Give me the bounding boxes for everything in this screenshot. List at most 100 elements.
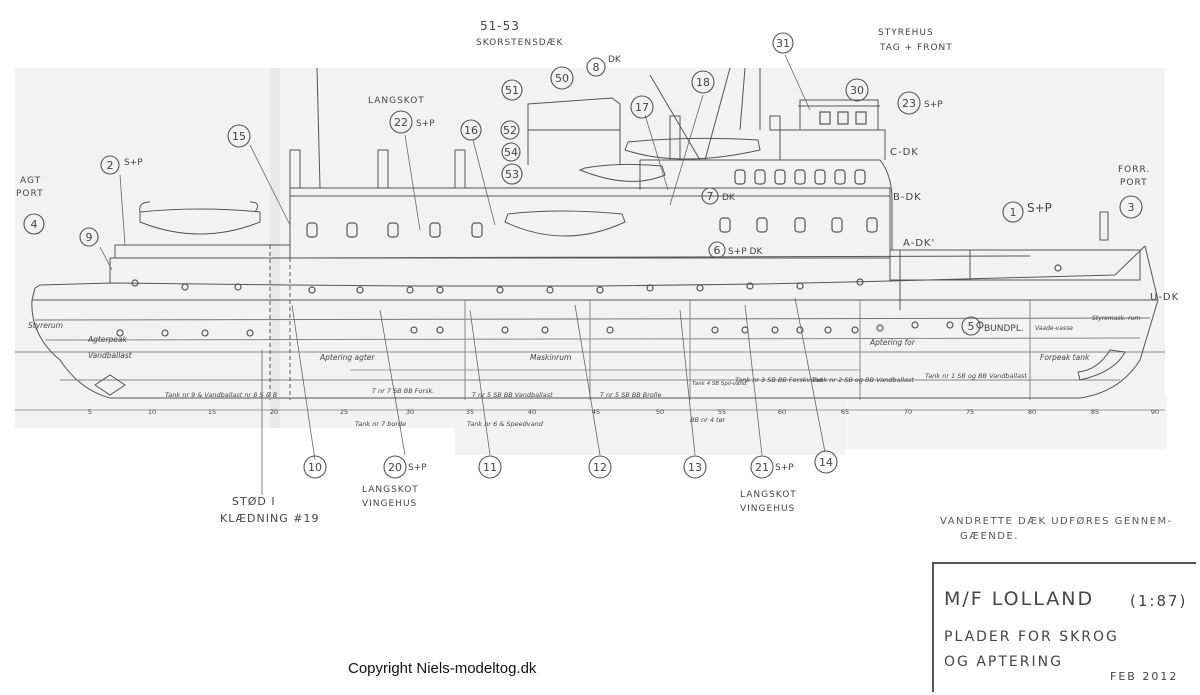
- label-port-agt: PORT: [16, 189, 44, 199]
- title-line-2: OG APTERING: [944, 654, 1063, 670]
- frame-55: 55: [718, 408, 726, 416]
- callout-16: 16: [464, 124, 478, 137]
- comp-vandballast-aft: Vandballast: [88, 351, 133, 360]
- comp-aptering-for: Aptering for: [869, 338, 916, 347]
- note-23: S+P: [924, 100, 943, 110]
- title-line-1: PLADER FOR SKROG: [944, 629, 1119, 645]
- title-block: M/F LOLLAND (1:87) PLADER FOR SKROG OG A…: [932, 562, 1196, 692]
- callout-11: 11: [483, 461, 497, 474]
- frame-80: 80: [1028, 408, 1036, 416]
- label-vingehus-21: VINGEHUS: [740, 504, 795, 514]
- label-port-forr: PORT: [1120, 178, 1148, 188]
- label-styrehus: STYREHUS: [878, 28, 934, 38]
- callout-3: 3: [1128, 201, 1135, 214]
- label-51-53: 51-53: [480, 19, 520, 33]
- note-21: S+P: [775, 463, 794, 473]
- copyright-text: Copyright Niels-modeltog.dk: [348, 660, 537, 677]
- comp-vaadevasse: Vaade-vasse: [1035, 325, 1073, 332]
- callout-22: 22: [394, 116, 408, 129]
- label-u-dk: U-DK: [1150, 292, 1179, 303]
- note-8: DK: [608, 55, 622, 65]
- note-line-2: GÆENDE.: [960, 531, 1019, 542]
- callout-31: 31: [776, 37, 790, 50]
- comp-tank-aft: Tank nr 9 & Vandballast nr 8 S & B: [165, 391, 278, 399]
- comp-forpeak: Forpeak tank: [1040, 353, 1090, 362]
- construction-note: VANDRETTE DÆK UDFØRES GENNEM- GÆENDE.: [940, 514, 1173, 544]
- note-line-1: VANDRETTE DÆK UDFØRES GENNEM-: [940, 516, 1173, 527]
- callout-53: 53: [505, 168, 519, 181]
- callout-4: 4: [31, 218, 38, 231]
- comp-tank-7-forsk: T nr 7 SB BB Forsk.: [372, 387, 434, 395]
- frame-40: 40: [528, 408, 536, 416]
- callout-8: 8: [593, 61, 600, 74]
- comp-tank-3-fersk: Tank nr 3 SB BB Ferskvand: [735, 376, 823, 384]
- callout-2: 2: [107, 159, 114, 172]
- scale: (1:87): [1130, 592, 1188, 610]
- ship-name: M/F LOLLAND: [944, 588, 1095, 610]
- frame-70: 70: [904, 408, 912, 416]
- comp-maskinrum: Maskinrum: [530, 353, 571, 362]
- callout-21: 21: [755, 461, 769, 474]
- callout-10: 10: [308, 461, 322, 474]
- comp-tank-7-borde: Tank nr 7 borde: [355, 420, 406, 428]
- frame-75: 75: [966, 408, 974, 416]
- comp-tank-6-speed: Tank nr 6 & Speedvand: [467, 420, 544, 428]
- frame-10: 10: [148, 408, 156, 416]
- callout-52: 52: [503, 124, 517, 137]
- comp-styremask: Styremask.-rum: [1092, 315, 1140, 322]
- callout-13: 13: [688, 461, 702, 474]
- frame-35: 35: [466, 408, 474, 416]
- frame-85: 85: [1091, 408, 1099, 416]
- label-forr: FORR.: [1118, 165, 1150, 175]
- frame-15: 15: [208, 408, 216, 416]
- note-22: S+P: [416, 119, 435, 129]
- comp-tank-4-spil: Tank 4 SB Spil-vand: [692, 381, 747, 387]
- callout-6: 6: [714, 244, 721, 257]
- callout-51: 51: [505, 84, 519, 97]
- note-5: BUNDPL.: [984, 324, 1024, 334]
- label-vingehus-20: VINGEHUS: [362, 499, 417, 509]
- note-6: S+P DK: [728, 247, 763, 257]
- comp-tank-1-vand: Tank nr 1 SB og BB Vandballast: [925, 372, 1027, 380]
- note-2: S+P: [124, 158, 143, 168]
- callout-15: 15: [232, 130, 246, 143]
- frame-30: 30: [406, 408, 414, 416]
- frame-5: 5: [88, 408, 92, 416]
- comp-aptering-agter: Aptering agter: [319, 353, 375, 362]
- callout-9: 9: [86, 231, 93, 244]
- callout-14: 14: [819, 456, 833, 469]
- callout-20: 20: [388, 461, 402, 474]
- comp-tank-2-vand: Tank nr 2 SB og BB Vandballast: [812, 376, 914, 384]
- note-7: DK: [722, 193, 736, 203]
- label-stod: STØD I: [232, 495, 276, 508]
- frame-20: 20: [270, 408, 278, 416]
- callout-12: 12: [593, 461, 607, 474]
- comp-tank-5-vand: T nr 5 SB BB Vandballast: [472, 391, 553, 399]
- label-tag-front: TAG + FRONT: [879, 43, 953, 53]
- callout-18: 18: [696, 76, 710, 89]
- callout-1: 1: [1010, 206, 1017, 219]
- callout-17: 17: [635, 101, 649, 114]
- callout-30: 30: [850, 84, 864, 97]
- label-a-dk: A-DK': [903, 238, 935, 249]
- frame-60: 60: [778, 408, 786, 416]
- comp-agterpeak: Agterpeak: [87, 335, 128, 344]
- label-langskot-top: LANGSKOT: [368, 96, 425, 106]
- comp-tank-4-tor: BB nr 4 tør: [690, 416, 727, 424]
- label-agt: AGT: [20, 176, 41, 186]
- callout-7: 7: [707, 190, 714, 203]
- date: FEB 2012: [1110, 670, 1179, 683]
- label-langskot-20: LANGSKOT: [362, 485, 419, 495]
- frame-65: 65: [841, 408, 849, 416]
- note-1: S+P: [1027, 201, 1052, 215]
- comp-styrerum: Styrerum: [28, 321, 63, 330]
- callout-50: 50: [555, 72, 569, 85]
- frame-45: 45: [592, 408, 600, 416]
- frame-50: 50: [656, 408, 664, 416]
- callout-23: 23: [902, 97, 916, 110]
- label-kladning: KLÆDNING #19: [220, 512, 319, 525]
- label-langskot-21: LANGSKOT: [740, 490, 797, 500]
- callout-54: 54: [504, 146, 518, 159]
- label-skorstensdaek: SKORSTENSDÆK: [476, 38, 563, 48]
